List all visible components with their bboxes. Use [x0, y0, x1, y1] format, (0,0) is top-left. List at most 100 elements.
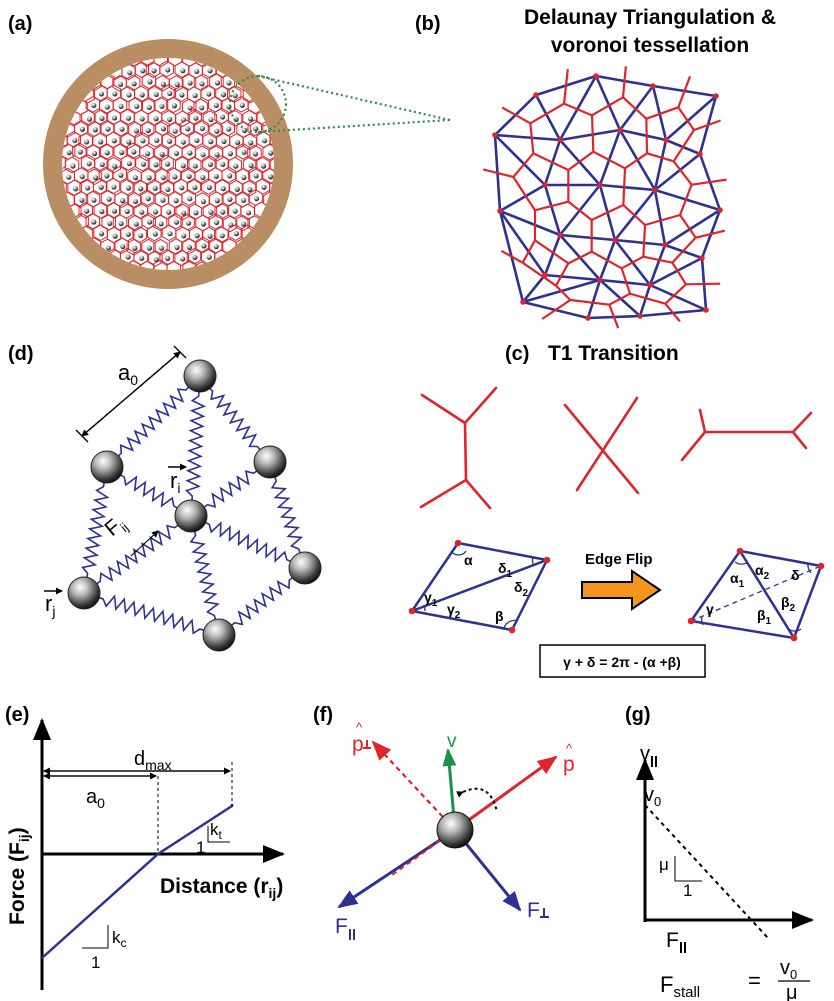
cell-nucleus — [241, 221, 247, 227]
fpar-label: F — [335, 915, 348, 938]
voronoi-edge — [555, 284, 572, 301]
cell-nucleus — [98, 139, 104, 145]
cell-nucleus — [206, 184, 212, 191]
spring — [201, 520, 295, 564]
kt-label: kt — [210, 820, 223, 842]
cell-nucleus — [124, 208, 130, 214]
cell-nucleus — [146, 175, 152, 181]
cell-nucleus — [126, 160, 132, 167]
voronoi-cell — [269, 156, 274, 174]
cell-nucleus — [131, 149, 137, 155]
cell-nucleus — [167, 90, 173, 97]
cell-nucleus — [214, 80, 220, 86]
cell-nucleus — [133, 221, 139, 227]
cell-nucleus — [125, 185, 132, 191]
voronoi-network — [62, 58, 274, 270]
cell-nucleus — [160, 81, 166, 87]
voronoi-cell — [152, 214, 168, 232]
cell-nucleus — [167, 231, 173, 237]
e-xlabel: Distance (rij) — [160, 875, 283, 901]
delaunay-edge — [598, 129, 622, 186]
cell-nucleus — [99, 115, 105, 122]
voronoi-cell — [186, 178, 202, 195]
voronoi-edge — [555, 262, 570, 287]
voronoi-edge — [695, 229, 726, 239]
cell-nucleus — [193, 115, 199, 121]
delaunay-vertex — [612, 237, 618, 243]
voronoi-cell — [62, 154, 67, 172]
voronoi-cell — [139, 189, 155, 207]
voronoi-cell — [64, 156, 80, 174]
cell-nucleus — [158, 245, 165, 251]
cell-nucleus — [186, 244, 193, 250]
voronoi-edge — [622, 168, 627, 206]
delaunay-vertex — [652, 187, 658, 193]
voronoi-edge — [567, 150, 594, 171]
cell-nucleus — [112, 163, 118, 169]
delaunay-network — [482, 66, 727, 329]
cell-nucleus — [118, 220, 124, 227]
cell-nucleus — [166, 138, 173, 144]
cell-nucleus — [159, 151, 165, 157]
panel-a-label: (a) — [8, 13, 32, 35]
delaunay-edge — [638, 284, 652, 317]
cell-nucleus — [180, 68, 186, 74]
cell-nucleus — [208, 209, 214, 215]
voronoi-cell — [201, 226, 217, 244]
particle — [202, 618, 236, 652]
cell-nucleus — [234, 186, 240, 192]
voronoi-edge — [501, 106, 531, 125]
cell-nucleus — [179, 92, 185, 98]
cell-nucleus — [152, 185, 158, 191]
delaunay-vertex — [597, 277, 603, 283]
cell-nucleus — [86, 161, 92, 167]
voronoi-cell — [182, 259, 197, 270]
cell-nucleus — [180, 163, 186, 169]
cell-nucleus — [187, 150, 193, 156]
cell-nucleus — [132, 198, 139, 205]
cell-nucleus — [152, 209, 159, 215]
delaunay-edge — [499, 183, 546, 213]
cell-nucleus — [213, 244, 219, 250]
cell-nucleus — [107, 220, 113, 226]
cell-nucleus — [140, 68, 146, 74]
cell-nucleus — [140, 161, 147, 167]
cell-nucleus — [147, 79, 153, 85]
cell-nucleus — [253, 196, 260, 202]
voronoi-edge — [677, 106, 695, 131]
voronoi-cell — [113, 143, 128, 160]
cell-nucleus — [208, 117, 214, 123]
voronoi-edge — [621, 66, 627, 98]
cell-nucleus — [120, 198, 126, 204]
cell-nucleus — [104, 173, 110, 179]
voronoi-edge — [645, 106, 679, 120]
svg-text:β2: β2 — [781, 594, 796, 614]
voronoi-cell — [159, 180, 175, 197]
cell-nucleus — [145, 196, 151, 202]
voronoi-cell — [159, 60, 174, 78]
voronoi-edge — [671, 262, 687, 285]
particle — [253, 445, 287, 479]
voronoi-cell — [208, 213, 223, 230]
cell-nucleus — [139, 209, 145, 215]
cell-nucleus — [186, 220, 192, 226]
delaunay-vertex — [542, 182, 548, 188]
voronoi-edge — [622, 96, 648, 120]
spring — [95, 594, 208, 635]
voronoi-cell — [148, 130, 163, 148]
voronoi-edge — [672, 129, 695, 162]
panel-b-title-2: voronoi tessellation — [551, 34, 749, 57]
cell-nucleus — [92, 127, 98, 133]
cell-nucleus — [213, 173, 219, 179]
cell-nucleus — [226, 126, 232, 132]
delaunay-edge — [654, 152, 701, 192]
svg-text:γ2: γ2 — [447, 601, 461, 621]
cell-nucleus — [134, 103, 140, 109]
delaunay-edge — [559, 233, 616, 242]
cell-nucleus — [66, 174, 72, 180]
svg-text:Fij: Fij — [100, 511, 131, 543]
cell-nucleus — [133, 128, 140, 134]
voronoi-edge — [567, 200, 593, 221]
fstall-den: μ — [786, 982, 798, 1001]
cell-nucleus — [214, 198, 220, 204]
